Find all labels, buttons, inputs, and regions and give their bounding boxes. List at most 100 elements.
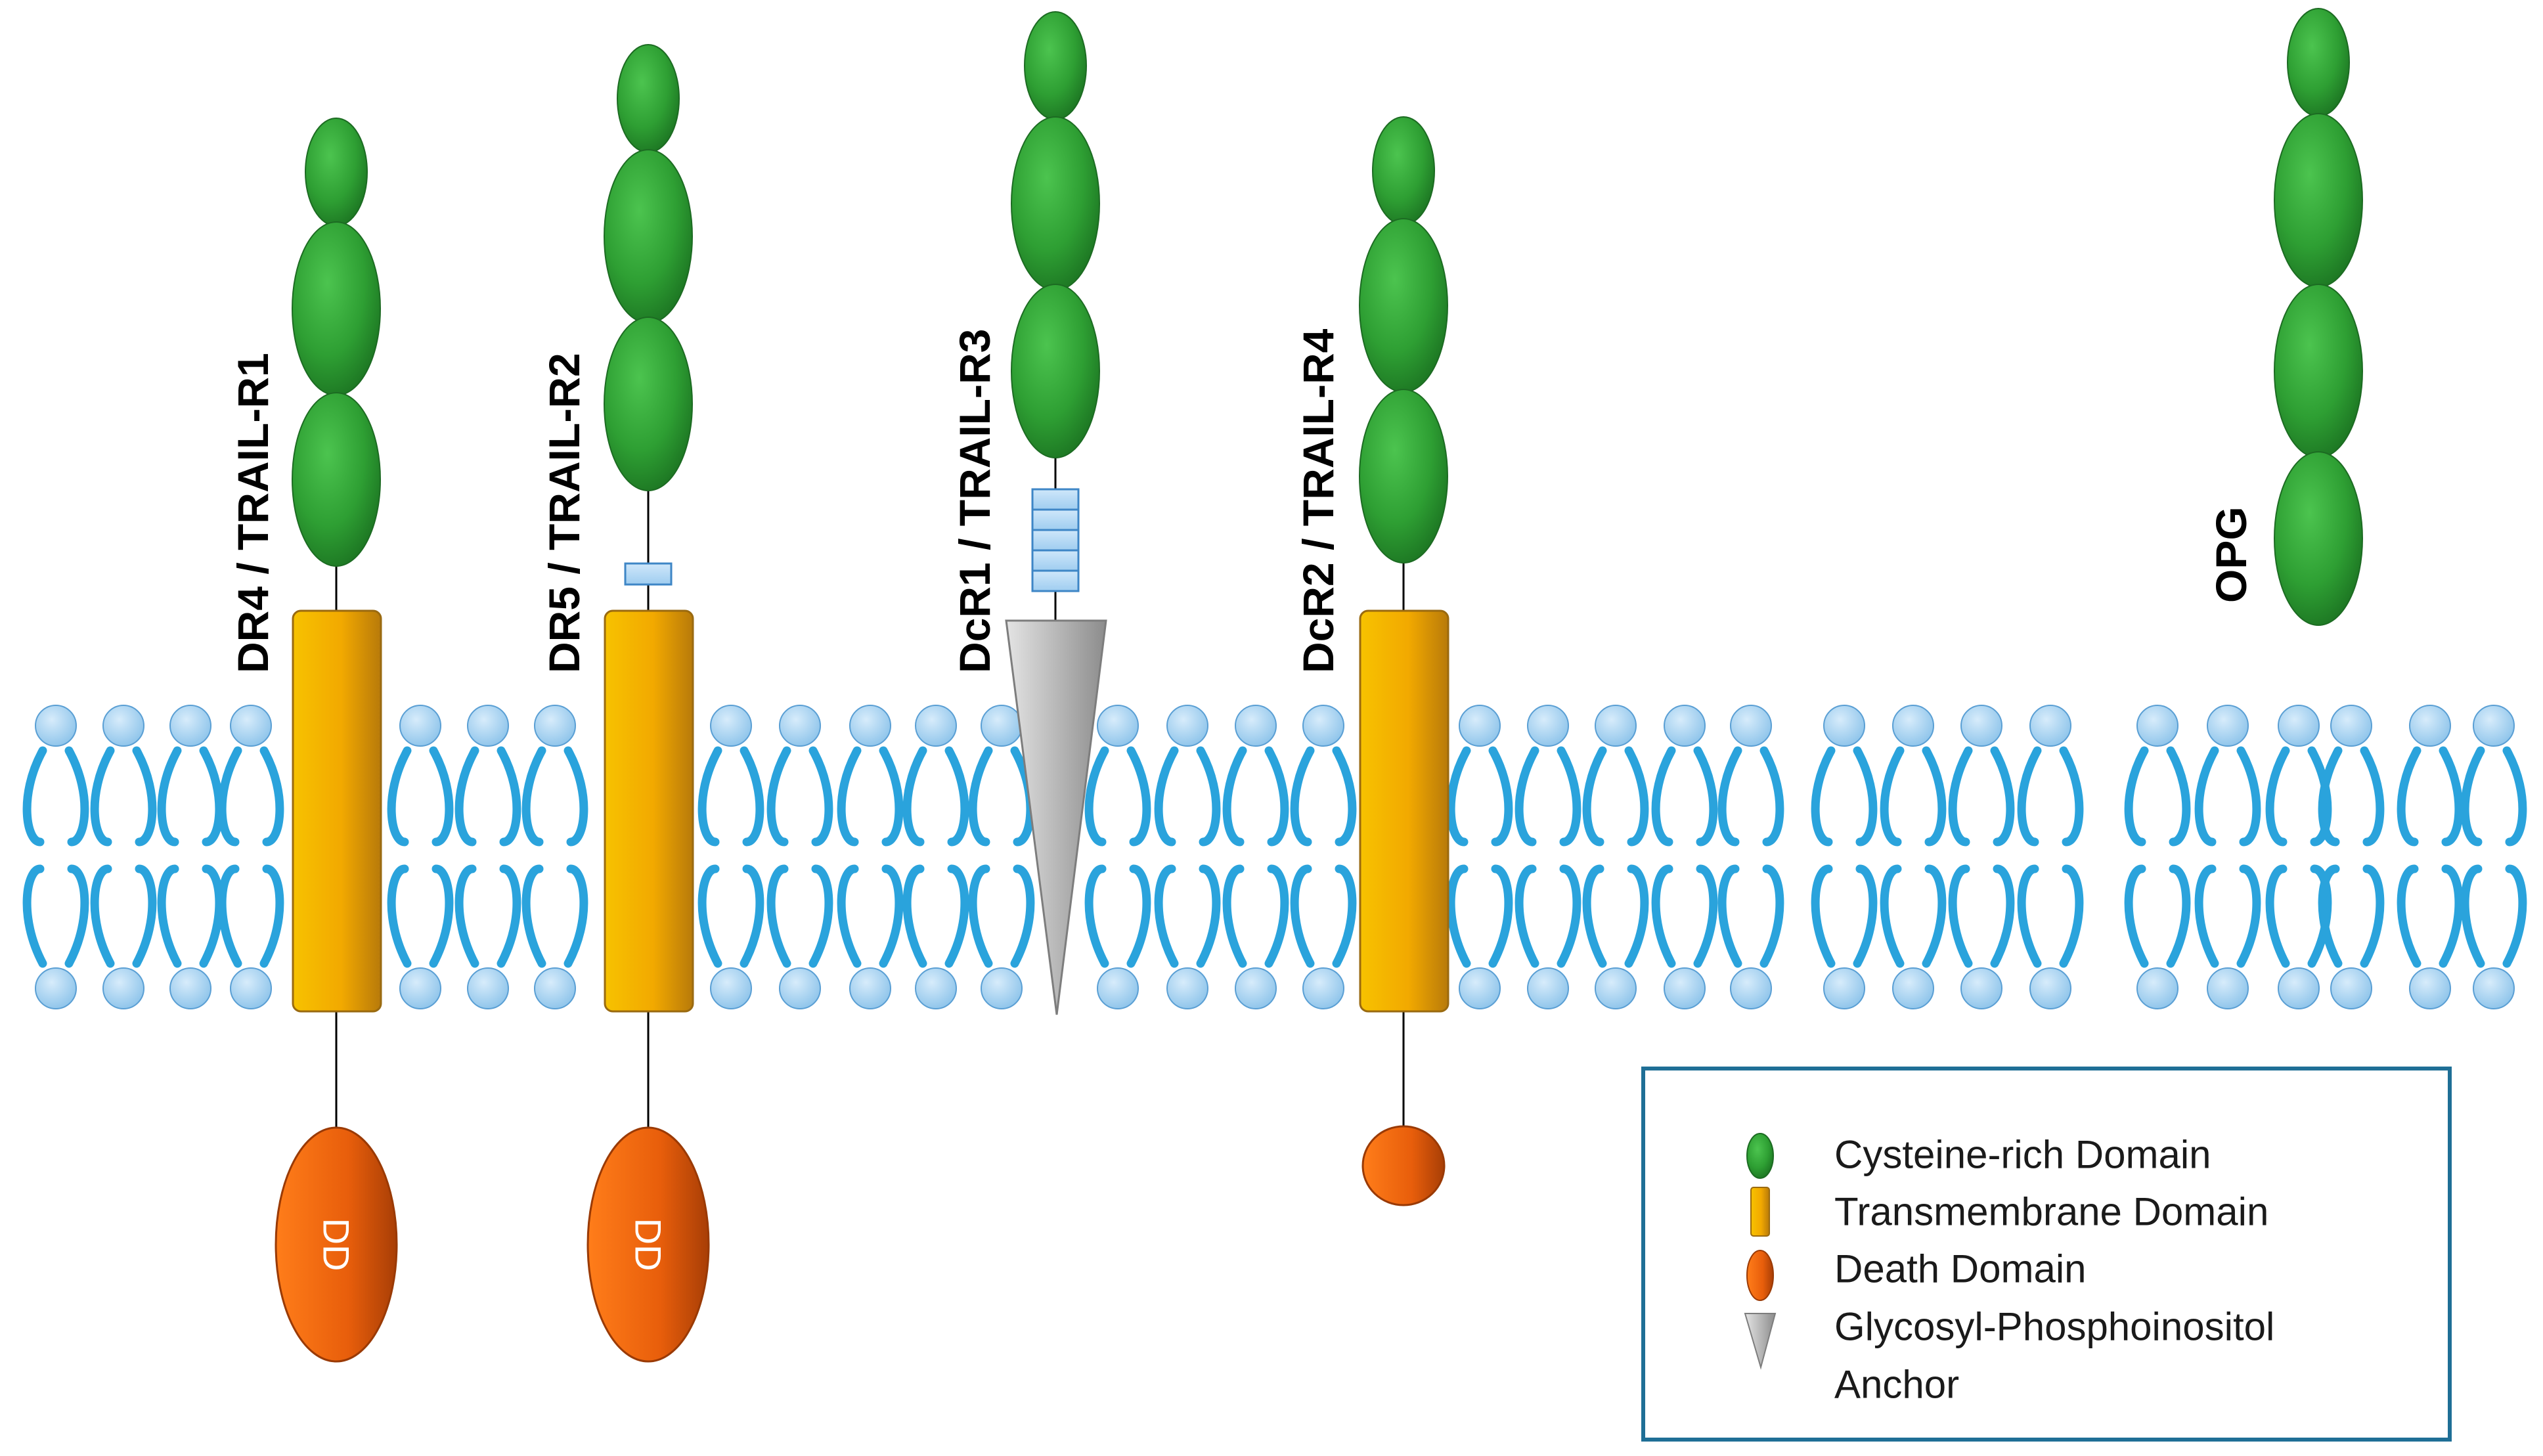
phospholipid-head	[2409, 967, 2451, 1009]
death-domain-label: DD	[628, 1218, 669, 1271]
lipid-tail	[1084, 864, 1151, 968]
truncated-death-domain	[1361, 1125, 1446, 1206]
cysteine-rich-domain	[1359, 389, 1448, 563]
cysteine-rich-domain-icon	[1746, 1133, 1774, 1179]
lipid-tail	[22, 864, 89, 968]
lipid-tail	[1948, 864, 2015, 968]
cysteine-rich-domain	[2287, 8, 2350, 117]
lipid-tail	[1515, 746, 1581, 847]
receptor-dcr2: DcR2 / TRAIL-R4	[1294, 116, 1449, 1206]
linker-segment	[1031, 529, 1080, 552]
legend-item-anchor: Anchor	[1834, 1363, 1959, 1407]
lipid-tail	[217, 864, 284, 968]
legend: Cysteine-rich Domain Transmembrane Domai…	[1641, 1067, 2452, 1442]
receptor-label-dr5: DR5 / TRAIL-R2	[540, 353, 588, 673]
cysteine-rich-domain	[604, 317, 693, 491]
phospholipid-head	[1730, 705, 1772, 747]
phospholipid-head	[1595, 967, 1637, 1009]
phospholipid-head	[1664, 705, 1706, 747]
lipid-tail	[1880, 864, 1947, 968]
phospholipid-head	[849, 705, 891, 747]
lipid-tail	[454, 746, 521, 847]
lipid-tail	[2017, 864, 2084, 968]
lipid-tail	[1446, 864, 1513, 968]
phospholipid-head	[2278, 705, 2320, 747]
cysteine-rich-domain	[604, 149, 693, 324]
phospholipid-head	[169, 705, 211, 747]
phospholipid-head	[102, 705, 144, 747]
phospholipid-head	[915, 705, 957, 747]
lipid-tail	[90, 864, 157, 968]
death-domain-label: DD	[316, 1218, 357, 1271]
phospholipid-head	[467, 967, 509, 1009]
lipid-tail	[2460, 746, 2527, 847]
linker-segment	[1031, 508, 1080, 531]
phospholipid-head	[1960, 967, 2002, 1009]
phospholipid-head	[779, 705, 821, 747]
death-domain-icon	[1746, 1250, 1774, 1301]
lipid-tail	[1515, 864, 1581, 968]
phospholipid-head	[1527, 705, 1569, 747]
phospholipid-head	[534, 967, 576, 1009]
phospholipid-head	[1892, 705, 1934, 747]
legend-item-cysteine-rich: Cysteine-rich Domain	[1834, 1133, 2211, 1177]
linker-segment	[1031, 569, 1080, 592]
transmembrane-domain	[292, 609, 382, 1013]
lipid-tail	[1290, 746, 1357, 847]
lipid-tail	[157, 864, 224, 968]
cysteine-rich-domain	[1372, 116, 1435, 225]
lipid-tail	[2017, 746, 2084, 847]
lipid-tail	[1717, 864, 1784, 968]
lipid-tail	[387, 864, 454, 968]
receptor-label-dcr2: DcR2 / TRAIL-R4	[1294, 328, 1342, 673]
gpi-anchor-icon	[1744, 1313, 1777, 1370]
lipid-tail	[1717, 746, 1784, 847]
phospholipid-head	[1823, 967, 1865, 1009]
phospholipid-head	[2473, 705, 2515, 747]
phospholipid-head	[2029, 705, 2071, 747]
lipid-tail	[697, 864, 764, 968]
lipid-tail	[1582, 746, 1649, 847]
lipid-tail	[2460, 864, 2527, 968]
phospholipid-head	[534, 705, 576, 747]
phospholipid-head	[169, 967, 211, 1009]
cysteine-rich-domain	[617, 44, 680, 153]
lipid-bilayer-membrane	[22, 705, 2527, 1009]
transmembrane-domain-icon	[1750, 1187, 1770, 1237]
phospholipid-head	[1892, 967, 1934, 1009]
receptor-label-dr4: DR4 / TRAIL-R1	[229, 353, 277, 673]
lipid-tail	[454, 864, 521, 968]
cysteine-rich-domain	[2274, 451, 2363, 626]
cysteine-rich-domain	[1011, 284, 1100, 458]
phospholipid-head	[1166, 705, 1208, 747]
phospholipid-head	[1235, 967, 1277, 1009]
phospholipid-head	[1664, 967, 1706, 1009]
lipid-tail	[2194, 864, 2261, 968]
phospholipid-head	[1960, 705, 2002, 747]
phospholipid-head	[1823, 705, 1865, 747]
lipid-tail	[1154, 746, 1221, 847]
phospholipid-head	[1302, 967, 1344, 1009]
receptor-dr5: DD DR5 / TRAIL-R2	[540, 44, 710, 1363]
lipid-tail	[2265, 746, 2332, 847]
legend-item-death-domain: Death Domain	[1834, 1247, 2087, 1291]
legend-box	[1641, 1067, 2452, 1442]
lipid-tail	[22, 746, 89, 847]
lipid-tail	[2397, 864, 2464, 968]
lipid-tail	[2124, 864, 2191, 968]
phospholipid-head	[1730, 967, 1772, 1009]
cysteine-rich-domain	[305, 118, 368, 227]
death-domain	[586, 1126, 710, 1363]
phospholipid-head	[1235, 705, 1277, 747]
lipid-tail	[968, 864, 1035, 968]
phospholipid-head	[1302, 705, 1344, 747]
phospholipid-head	[779, 967, 821, 1009]
transmembrane-domain	[604, 609, 694, 1013]
phospholipid-head	[2278, 967, 2320, 1009]
phospholipid-head	[849, 967, 891, 1009]
lipid-tail	[1948, 746, 2015, 847]
phospholipid-head	[2207, 705, 2249, 747]
transmembrane-domain	[1359, 609, 1449, 1013]
phospholipid-head	[710, 705, 752, 747]
